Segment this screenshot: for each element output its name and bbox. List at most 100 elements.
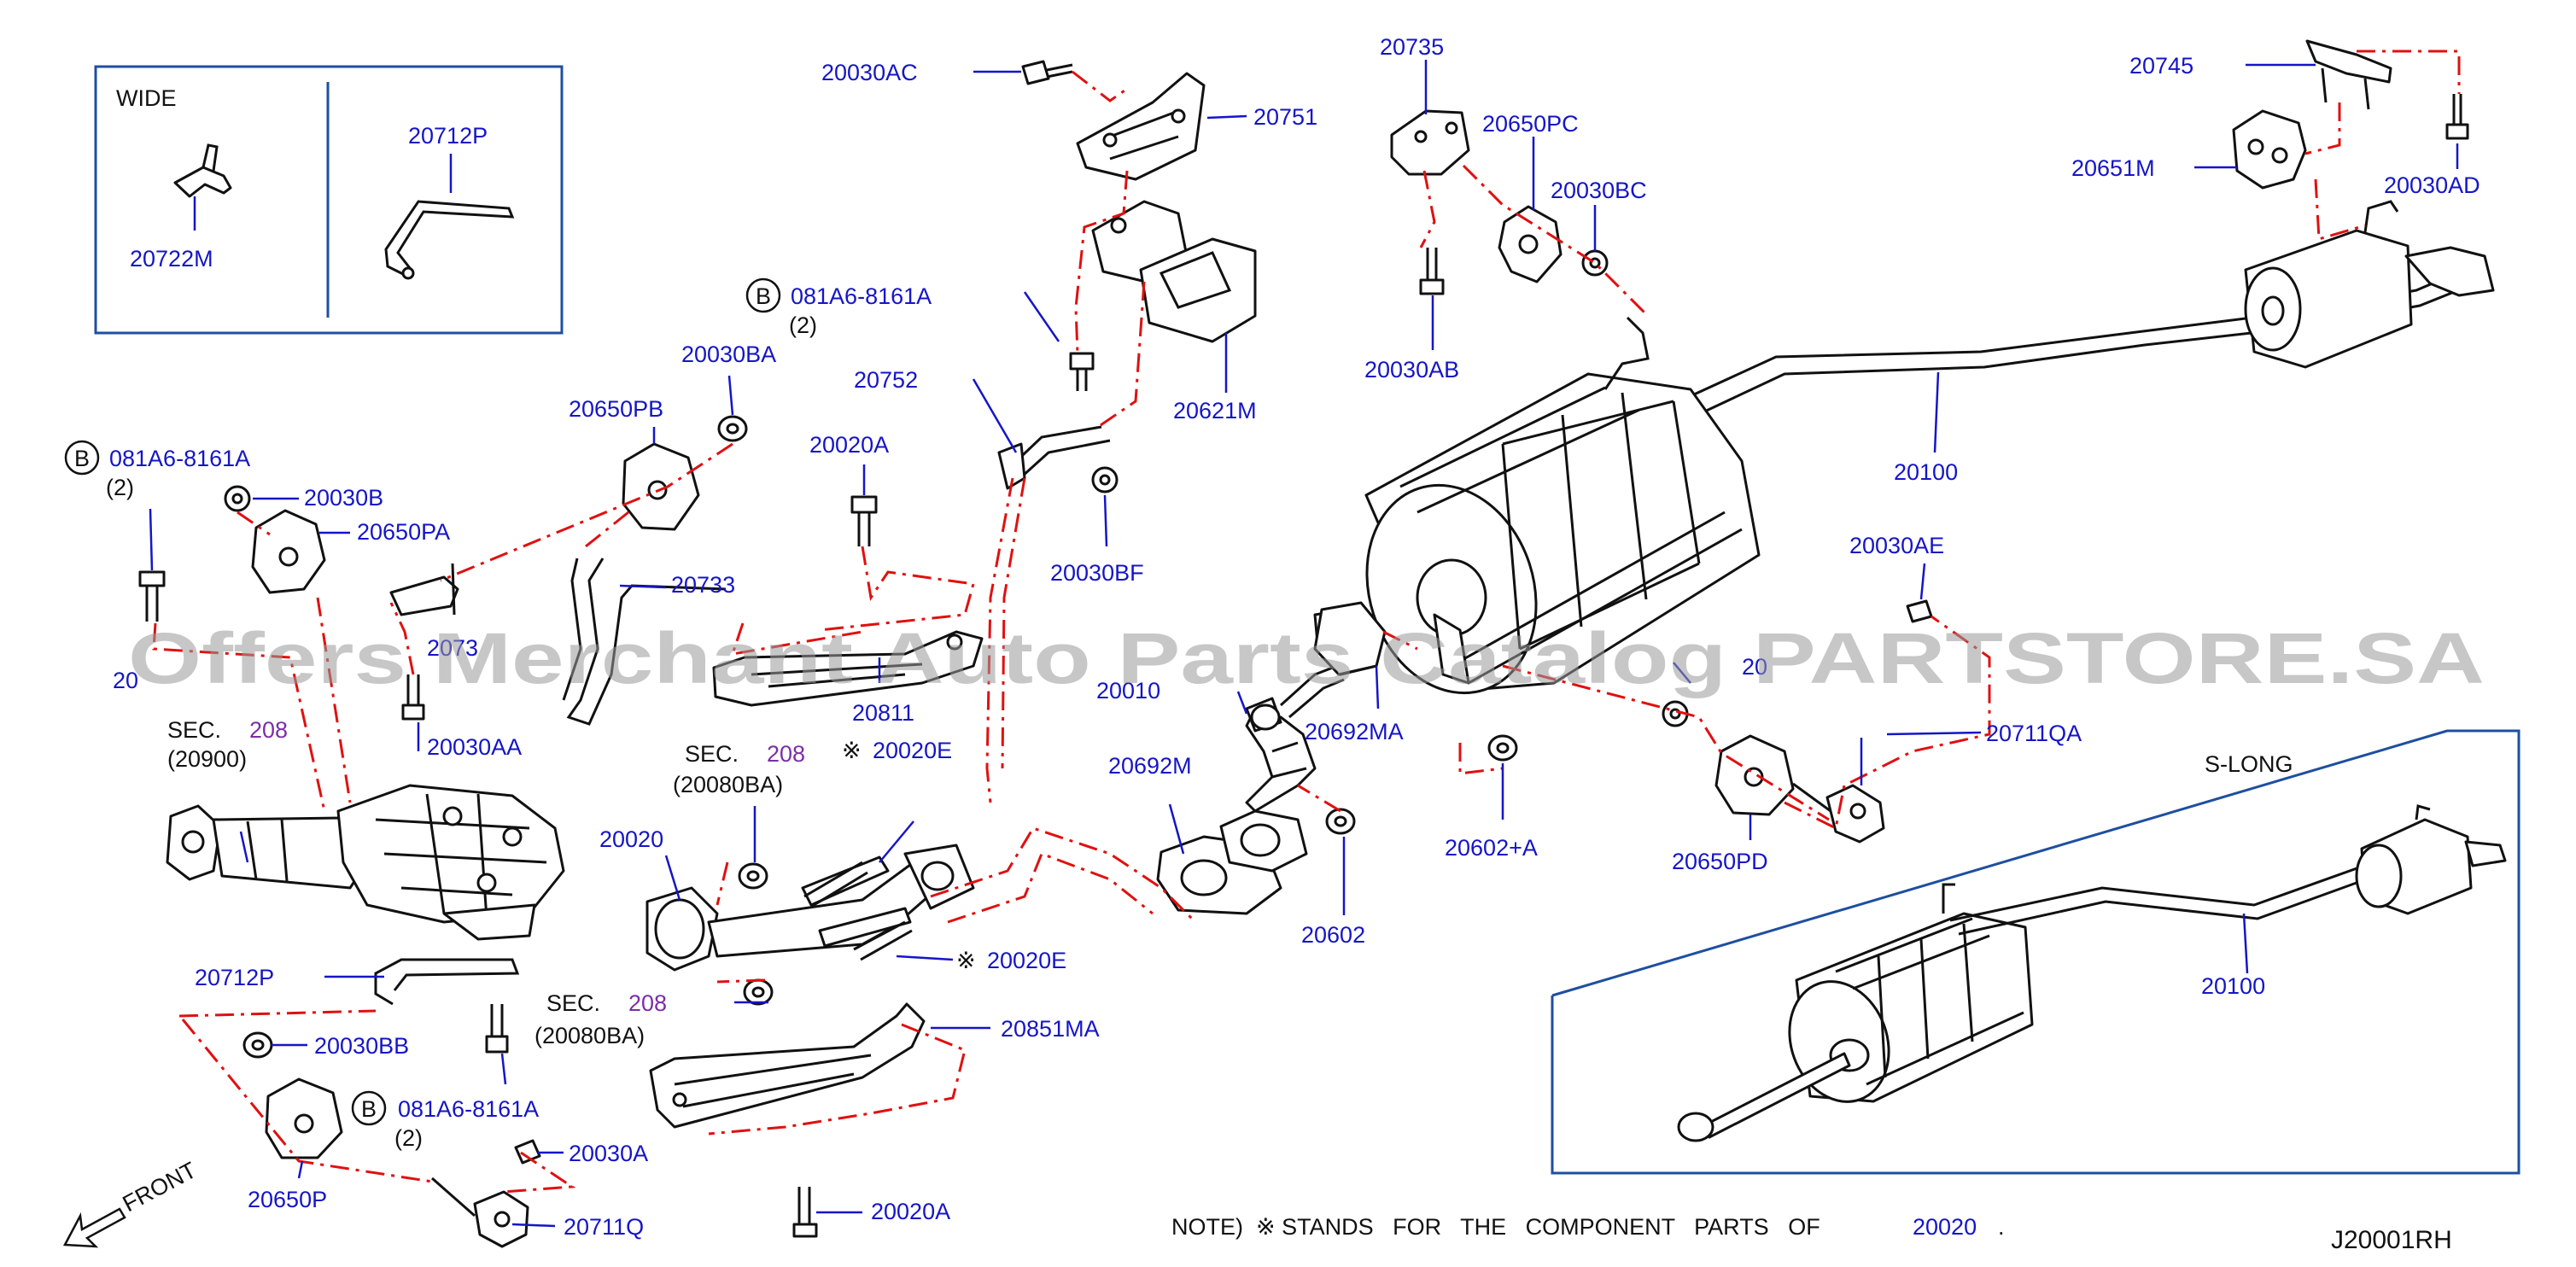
part-label-20650PD[interactable]: 20650PD [1672,849,1768,874]
part-label-20030A[interactable]: 20030A [569,1141,648,1166]
bolt-b1 [1069,352,1095,391]
section-ref-number[interactable]: 208 [249,717,288,743]
part-label-20692MA[interactable]: 20692MA [1305,719,1404,744]
hanger-20712P [374,958,520,1006]
leader-lines [149,60,2459,1228]
nut-20602 [1325,808,1356,835]
bolt-callout-b1[interactable]: B 081A6-8161A (2) [745,277,932,338]
hanger-20733 [562,558,727,726]
part-label-20030BB[interactable]: 20030BB [314,1033,409,1059]
part-label-20602-plus-A[interactable]: 20602+A [1445,835,1538,861]
part-label-20020A[interactable]: 20020A [809,432,889,458]
heat-shield-20811 [712,630,984,707]
circle-b-letter: B [756,283,771,309]
insulator-20650PD [1714,734,1795,816]
part-label-20745[interactable]: 20745 [2129,53,2193,79]
part-label-20030BC[interactable]: 20030BC [1551,178,1647,203]
insulator-20650PB [622,442,700,531]
section-ref-number[interactable]: 208 [767,741,805,767]
part-label-20711QA[interactable]: 20711QA [1986,721,2082,746]
part-label-081A6-8161A-3[interactable]: 081A6-8161A [398,1096,539,1122]
part-label-20020E-2[interactable]: 20020E [987,948,1066,973]
part-label-20733[interactable]: 20733 [671,572,735,598]
part-label-20711Q[interactable]: 20711Q [564,1214,644,1240]
bolt-20030AC [1021,60,1073,85]
part-label-20030BA[interactable]: 20030BA [681,342,776,367]
bracket-20745 [2305,39,2392,110]
part-label-20692M[interactable]: 20692M [1108,753,1192,779]
bolt-callout-b2[interactable]: B 081A6-8161A (2) [64,440,250,500]
part-label-20651M[interactable]: 20651M [2071,155,2155,181]
bolt-20030A [514,1139,541,1165]
part-label-20621M[interactable]: 20621M [1173,398,1257,423]
leader [1933,371,1940,453]
part-label-20100[interactable]: 20100 [1894,459,1958,485]
note-end: . [1998,1214,2005,1240]
part-label-20650PA[interactable]: 20650PA [357,519,450,545]
part-label-20010[interactable]: 20010 [1096,678,1160,704]
part-label-20020E-1[interactable]: 20020E [873,738,952,763]
part-label-20030AE[interactable]: 20030AE [1849,533,1944,558]
part-label-20602[interactable]: 20602 [1301,922,1365,948]
part-label-20650PB[interactable]: 20650PB [569,396,663,422]
part-label-20030AA[interactable]: 20030AA [427,734,522,760]
bolt-b3 [485,1004,509,1054]
nut-20030BA [717,415,748,442]
part-label-20030BF-b[interactable]: 20 [1742,654,1767,680]
part-label-20712P-inset[interactable]: 20712P [408,123,488,149]
nut-20080BA-2 [743,978,774,1006]
bolt-20030AB [1419,248,1445,295]
note-text: NOTE) ※ STANDS FOR THE COMPONENT PARTS O… [1171,1214,1820,1240]
note-mark: ※ [842,738,862,763]
inset-slong-title: S-LONG [2205,751,2293,777]
note-part-link[interactable]: 20020 [1913,1214,1977,1240]
part-label-20650PC[interactable]: 20650PC [1482,111,1579,137]
bolt-20030AA [401,674,425,721]
catalytic-converter-20010 [166,784,565,941]
bolt-20030AD [2445,94,2469,140]
bracket-20751 [1076,72,1206,181]
part-label-20020[interactable]: 20020 [599,826,663,852]
circle-b-icon [745,277,781,313]
part-label-20650P[interactable]: 20650P [248,1187,327,1212]
part-label-20752[interactable]: 20752 [854,367,918,393]
part-label-20030AD[interactable]: 20030AD [2384,172,2480,198]
bolt-b2 [138,570,166,622]
part-label-20751[interactable]: 20751 [1253,104,1317,130]
bolt-20020A-2 [792,1187,818,1238]
part-label-20851MA[interactable]: 20851MA [1001,1016,1100,1042]
inset-slong-frame [1551,729,2521,1175]
part-label-20030AB[interactable]: 20030AB [1364,357,1459,382]
section-ref-code: (20900) [167,746,247,772]
part-label-20731[interactable]: 2073 [427,635,478,661]
part-label-081A6-8161A-1[interactable]: 081A6-8161A [791,283,932,309]
part-label-081A6-8161A-2[interactable]: 081A6-8161A [109,446,250,471]
part-label-20811[interactable]: 20811 [852,700,914,726]
part-label-20020A-2[interactable]: 20020A [871,1199,950,1224]
heat-shield-20851MA [649,1002,926,1129]
part-label-20722M[interactable]: 20722M [130,246,213,272]
part-label-20030BF[interactable]: 20030BF [1050,560,1144,586]
front-label: FRONT [119,1157,201,1217]
section-ref-label: SEC. [167,717,221,743]
part-label-20030B[interactable]: 20030B [304,485,383,511]
insulator-20650P [265,1077,343,1159]
bolt-20030BB [242,1031,273,1059]
nut-20030BC [1581,249,1609,277]
circle-b-icon [351,1090,387,1126]
nut-20602A [1487,734,1518,762]
part-label-20735[interactable]: 20735 [1380,34,1444,60]
inset-wide: WIDE 20722M 20712P [94,65,564,335]
front-tube-20020 [645,844,975,972]
section-ref-label: SEC. [685,741,739,767]
part-label-20722M-main[interactable]: 20 [113,668,138,693]
section-ref-number[interactable]: 208 [628,990,667,1016]
part-label-20712P[interactable]: 20712P [195,965,274,990]
bolt-callout-b3[interactable]: B 081A6-8161A (2) [351,1090,539,1151]
part-label-20100-slong[interactable]: 20100 [2201,973,2265,999]
part-label-20030AC[interactable]: 20030AC [821,60,918,85]
leader [2242,913,2249,974]
note-mark: ※ [956,948,976,973]
bracket-20735 [1390,109,1470,176]
